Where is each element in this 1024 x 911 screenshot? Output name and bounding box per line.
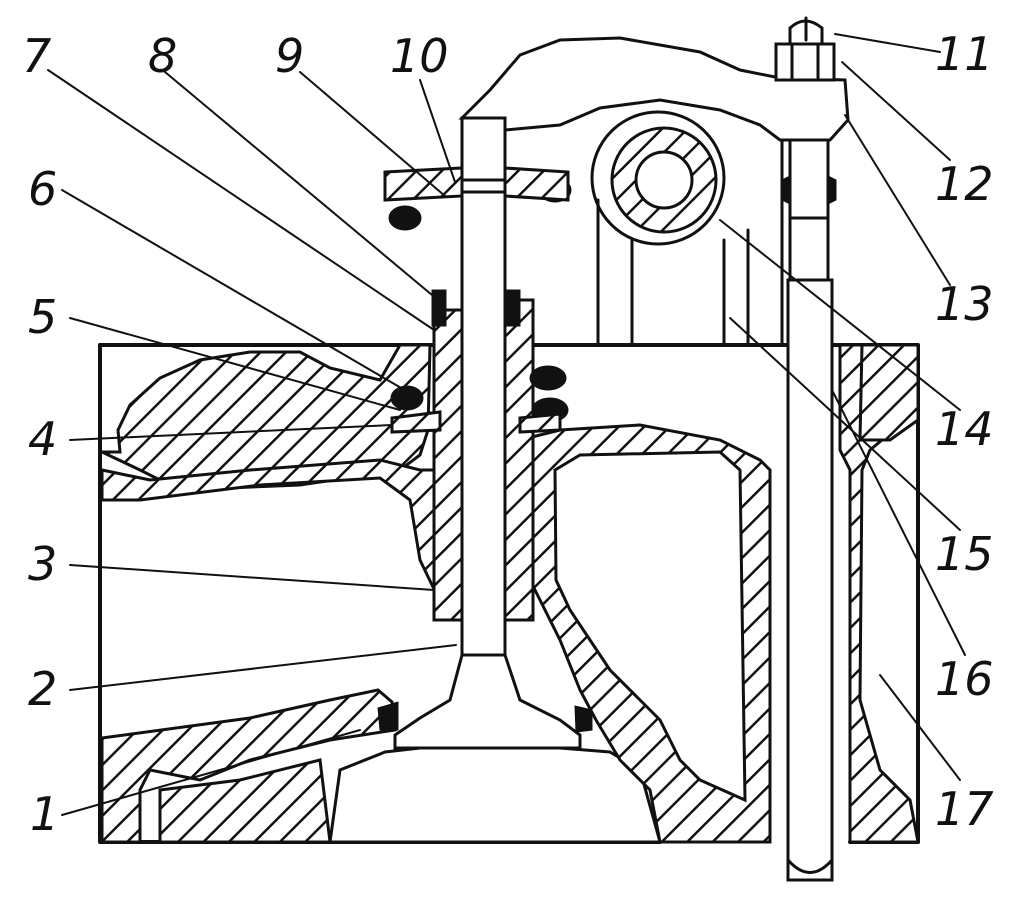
label-3: 3 [28, 537, 57, 591]
lock-nut [774, 42, 836, 82]
push-rod-ball-left [781, 175, 791, 205]
label-15: 15 [935, 527, 994, 581]
label-8: 8 [148, 29, 177, 83]
leader-12 [841, 61, 951, 161]
valve-guide-left [432, 308, 466, 622]
label-4: 4 [28, 412, 57, 466]
combustion-chamber [328, 746, 662, 844]
spring-coil-l1 [390, 385, 424, 411]
exhaust-port [553, 450, 747, 803]
spring-coil-r1 [529, 365, 567, 391]
valve-guide-right [503, 298, 535, 622]
cylinder-head [98, 343, 920, 844]
stem-seal-left [431, 289, 447, 327]
label-7: 7 [22, 29, 51, 83]
push-rod-ball-right [827, 175, 837, 205]
leader-2 [69, 644, 457, 691]
leader-3 [69, 564, 435, 591]
spring-retainer-left [383, 166, 464, 202]
valve-seat-right [574, 705, 593, 733]
head-bottom-left-block [158, 758, 332, 844]
valve-seat-left [377, 701, 399, 731]
label-2: 2 [28, 662, 57, 716]
leader-11 [834, 33, 941, 53]
spring-retainer-right [503, 166, 570, 202]
spring-coil-l2 [388, 205, 422, 231]
head-right-upper-wall [858, 343, 920, 442]
leader-8 [164, 71, 439, 301]
label-1: 1 [30, 787, 59, 841]
label-12: 12 [935, 157, 994, 211]
leader-10 [419, 79, 456, 183]
label-14: 14 [935, 402, 994, 456]
push-rod-upper [788, 138, 830, 282]
push-rod-tip [786, 858, 834, 874]
push-rod-lower [786, 278, 834, 882]
label-6: 6 [28, 162, 57, 216]
adjusting-screw [774, 16, 836, 82]
label-10: 10 [390, 29, 449, 83]
leader-4 [69, 424, 393, 441]
spring-washer-right [518, 412, 562, 434]
leader-1 [61, 729, 361, 816]
rocker-arm-body [458, 36, 850, 142]
part-labels: 1 2 3 4 5 6 7 8 9 10 11 12 13 14 15 16 1… [22, 27, 994, 841]
stem-seal-right [505, 289, 521, 327]
leader-6 [61, 189, 409, 393]
label-16: 16 [935, 652, 994, 706]
leader-15 [729, 317, 961, 531]
leader-14 [719, 219, 961, 411]
valve [377, 116, 593, 750]
intake-channel-upper-wall [101, 343, 432, 492]
rocker-shaft-bore [634, 150, 694, 210]
push-rod [781, 138, 837, 882]
spring-washer-left [390, 410, 442, 434]
leader-lines [47, 33, 966, 816]
label-13: 13 [935, 277, 994, 331]
label-11: 11 [935, 27, 994, 81]
leader-9 [299, 71, 446, 197]
leader-5 [69, 317, 401, 411]
label-17: 17 [935, 782, 994, 836]
label-9: 9 [275, 29, 304, 83]
leader-13 [844, 114, 951, 286]
label-5: 5 [28, 290, 57, 344]
leader-16 [831, 389, 966, 656]
leader-17 [879, 674, 961, 781]
leader-7 [47, 69, 435, 331]
rocker-arm [458, 36, 850, 347]
